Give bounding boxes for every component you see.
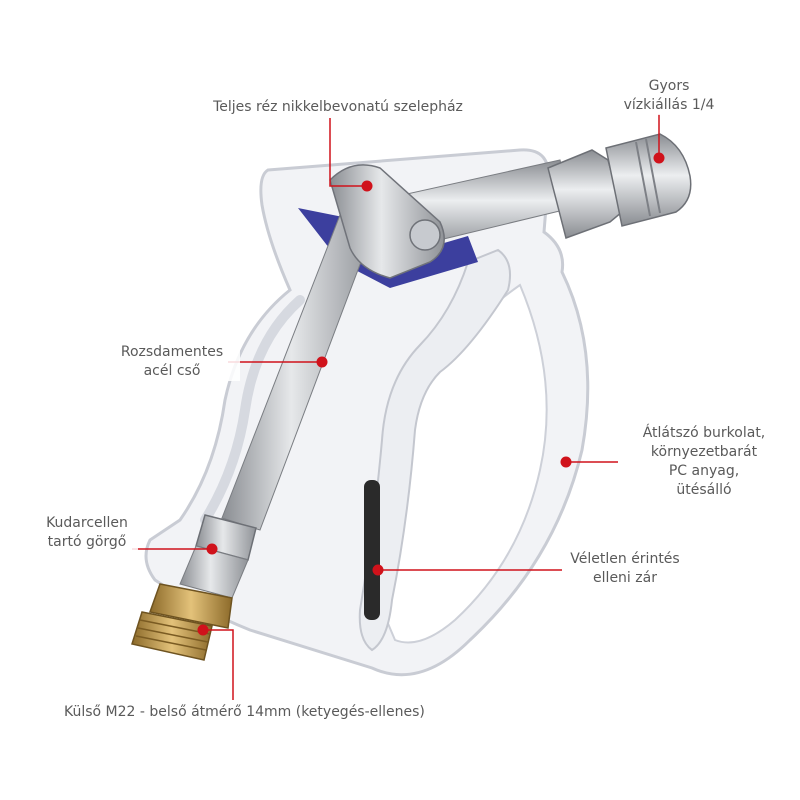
callout-valve-body: Teljes réz nikkelbevonatú szelepház — [194, 98, 482, 117]
callout-transparent-cover-line-4: ütésálló — [676, 482, 732, 498]
callout-dots — [197, 152, 665, 636]
dot-outer-thread — [197, 624, 209, 636]
brass-thread — [131, 611, 213, 661]
callout-quick-coupling-line-1: Gyors — [648, 78, 690, 94]
safety-lock-bar — [364, 480, 380, 620]
callout-steel-tube-line-1: Rozsdamentes — [120, 344, 224, 360]
dot-quick-coupling — [653, 152, 665, 164]
callout-outer-thread-line-1: Külső M22 - belső átmérő 14mm (ketyegés-… — [64, 704, 425, 720]
brass-hex — [149, 583, 233, 629]
callout-transparent-cover-line-2: környezetbarát — [650, 444, 758, 460]
callout-safety-lock: Véletlen érintés elleni zár — [565, 550, 685, 588]
callout-steel-tube: Rozsdamentes acél cső — [104, 343, 240, 381]
callout-transparent-cover-line-3: PC anyag, — [668, 463, 740, 479]
valve-cap — [409, 219, 441, 251]
grip-rib — [200, 295, 305, 525]
quick-coupling — [605, 133, 692, 227]
leader-outer-thread — [203, 629, 234, 700]
valve-elbow — [329, 164, 445, 279]
trigger-lever — [358, 248, 511, 652]
dot-steel-tube — [316, 356, 328, 368]
callout-quick-coupling-line-2: vízkiállás 1/4 — [623, 97, 715, 113]
callout-swivel-roller: Kudarcellen tartó görgő — [36, 514, 138, 552]
callout-safety-lock-line-2: elleni zár — [593, 570, 657, 586]
callout-swivel-roller-line-1: Kudarcellen — [46, 515, 128, 531]
callout-steel-tube-line-2: acél cső — [143, 363, 201, 379]
dot-safety-lock — [372, 564, 384, 576]
callout-transparent-cover-line-1: Átlátszó burkolat, — [642, 425, 766, 441]
dot-transparent-cover — [560, 456, 572, 468]
callout-swivel-roller-line-2: tartó görgő — [47, 534, 127, 550]
callout-transparent-cover: Átlátszó burkolat, környezetbarát PC any… — [620, 424, 788, 500]
leader-valve-body — [329, 118, 367, 187]
callout-outer-thread: Külső M22 - belső átmérő 14mm (ketyegés-… — [60, 703, 468, 722]
dot-swivel-roller — [206, 543, 218, 555]
dot-valve-body — [361, 180, 373, 192]
callout-valve-body-line-1: Teljes réz nikkelbevonatú szelepház — [213, 99, 463, 115]
callout-quick-coupling: Gyors vízkiállás 1/4 — [600, 77, 738, 115]
callout-safety-lock-line-1: Véletlen érintés — [570, 551, 680, 567]
callout-leaders — [132, 114, 660, 700]
